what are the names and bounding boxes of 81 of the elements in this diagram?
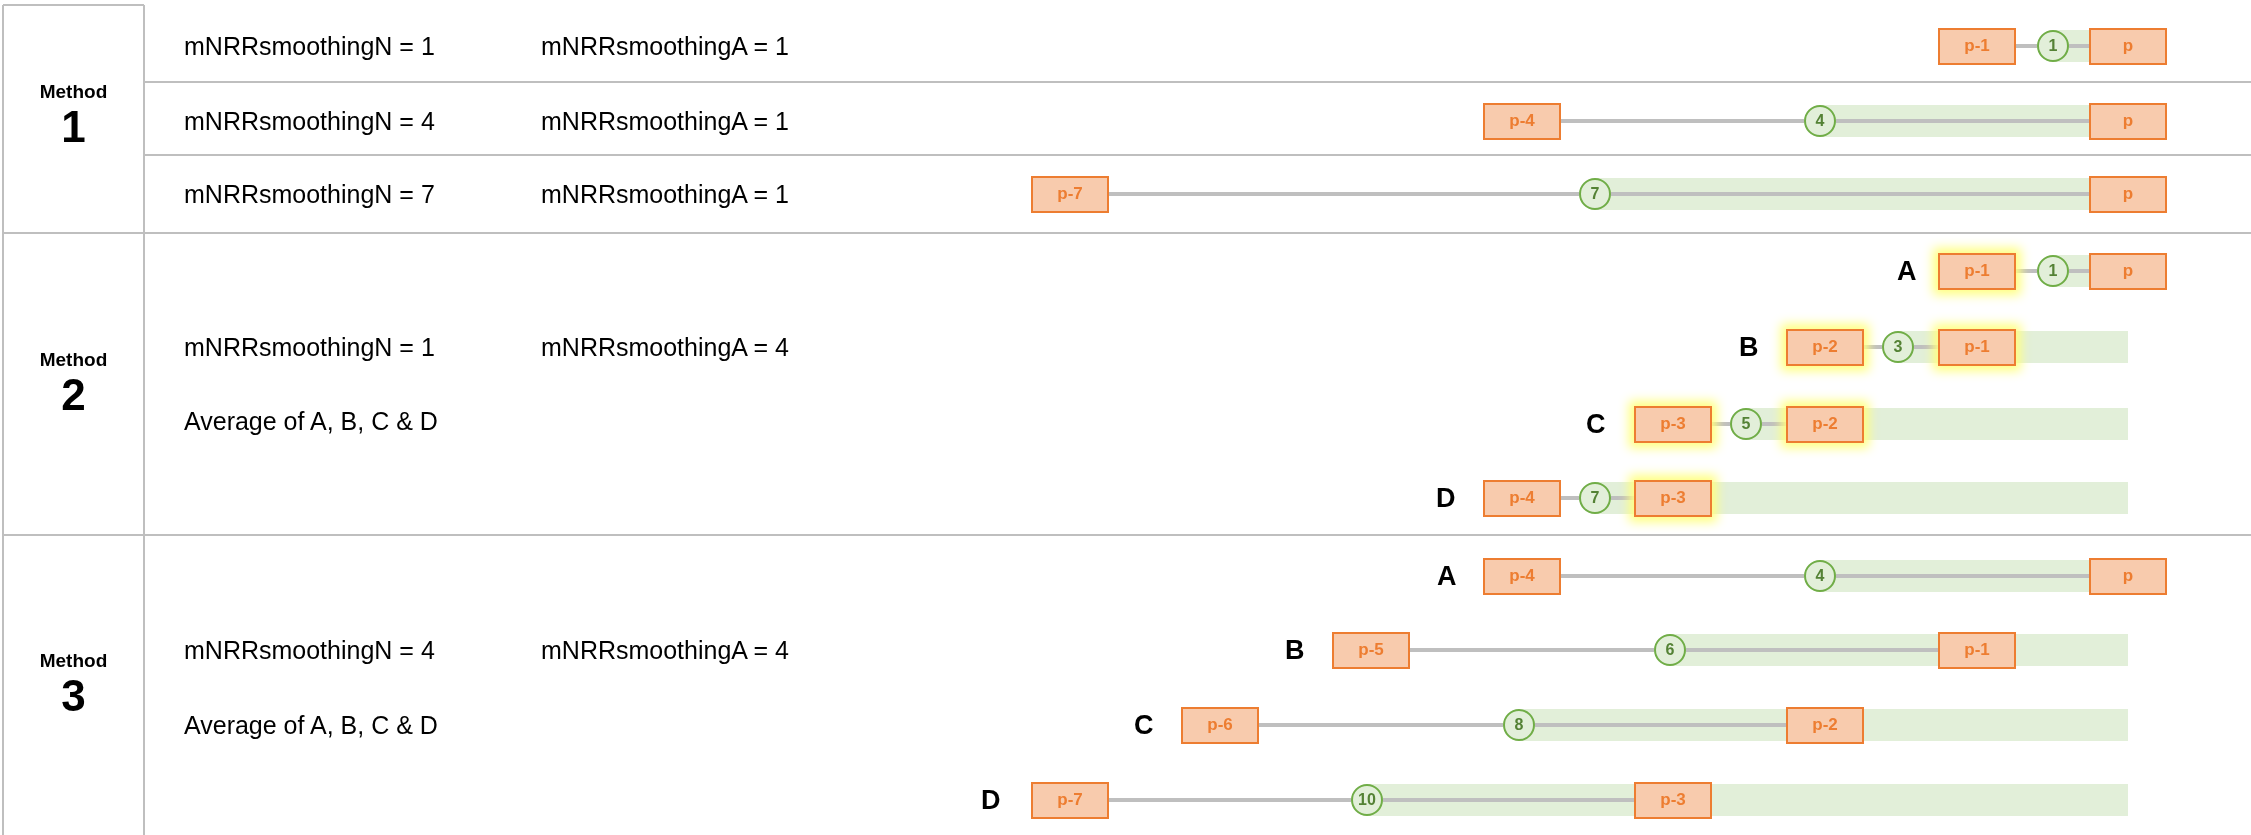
setting-text: Average of A, B, C & D xyxy=(184,406,438,436)
connector-line xyxy=(1914,345,1938,349)
period-box: p xyxy=(2089,27,2167,65)
period-box: p-6 xyxy=(1181,706,1259,744)
connector-line xyxy=(2069,269,2089,273)
row-letter: B xyxy=(1739,331,1759,363)
connector-line xyxy=(2016,44,2037,48)
connector-line xyxy=(1611,496,1634,500)
row-letter: C xyxy=(1586,408,1606,440)
setting-text: Average of A, B, C & D xyxy=(184,710,438,740)
connector-line xyxy=(1561,496,1579,500)
setting-text: mNRRsmoothingA = 1 xyxy=(541,106,790,136)
period-box: p-1 xyxy=(1938,328,2016,366)
method-number: 2 xyxy=(61,370,86,420)
connector-line xyxy=(1836,574,2089,578)
connector-line xyxy=(1836,119,2089,123)
count-circle: 1 xyxy=(2037,255,2069,287)
setting-text: mNRRsmoothingA = 4 xyxy=(541,635,790,665)
setting-text: mNRRsmoothingN = 4 xyxy=(184,106,435,136)
period-box: p-1 xyxy=(1938,27,2016,65)
connector-line xyxy=(1686,648,1938,652)
connector-line xyxy=(1259,723,1503,727)
count-circle: 6 xyxy=(1654,634,1686,666)
connector-line xyxy=(1535,723,1786,727)
count-circle: 3 xyxy=(1882,331,1914,363)
connector-line xyxy=(1712,422,1730,426)
period-box: p-7 xyxy=(1031,781,1109,819)
count-circle: 5 xyxy=(1730,408,1762,440)
connector-line xyxy=(2016,269,2037,273)
count-circle: 4 xyxy=(1804,560,1836,592)
count-circle: 7 xyxy=(1579,178,1611,210)
period-box: p-1 xyxy=(1938,631,2016,669)
connector-line xyxy=(1561,119,1804,123)
connector-line xyxy=(1864,345,1882,349)
period-box: p-3 xyxy=(1634,479,1712,517)
period-box: p xyxy=(2089,102,2167,140)
period-box: p xyxy=(2089,557,2167,595)
connector-line xyxy=(1109,798,1351,802)
setting-text: mNRRsmoothingN = 1 xyxy=(184,332,435,362)
method-heading: Method xyxy=(39,649,108,672)
setting-text: mNRRsmoothingA = 1 xyxy=(541,179,790,209)
row-letter: C xyxy=(1134,709,1154,741)
period-box: p-7 xyxy=(1031,175,1109,213)
period-box: p xyxy=(2089,252,2167,290)
period-box: p xyxy=(2089,175,2167,213)
period-box: p-5 xyxy=(1332,631,1410,669)
method-number: 1 xyxy=(61,103,86,152)
setting-text: mNRRsmoothingA = 1 xyxy=(541,31,790,61)
row-letter: A xyxy=(1897,255,1917,287)
setting-text: mNRRsmoothingN = 1 xyxy=(184,31,435,61)
period-box: p-3 xyxy=(1634,405,1712,443)
connector-line xyxy=(1410,648,1654,652)
period-box: p-4 xyxy=(1483,479,1561,517)
count-circle: 7 xyxy=(1579,482,1611,514)
period-box: p-4 xyxy=(1483,557,1561,595)
period-box: p-2 xyxy=(1786,706,1864,744)
method-heading: Method xyxy=(39,348,108,371)
period-box: p-4 xyxy=(1483,102,1561,140)
connector-line xyxy=(1383,798,1634,802)
count-circle: 1 xyxy=(2037,30,2069,62)
row-letter: D xyxy=(981,784,1001,816)
row-letter: B xyxy=(1285,634,1305,666)
setting-text: mNRRsmoothingA = 4 xyxy=(541,332,790,362)
period-box: p-1 xyxy=(1938,252,2016,290)
connector-line xyxy=(2069,44,2089,48)
count-circle: 10 xyxy=(1351,784,1383,816)
connector-line xyxy=(1109,192,1579,196)
period-box: p-3 xyxy=(1634,781,1712,819)
connector-line xyxy=(1762,422,1786,426)
period-box: p-2 xyxy=(1786,328,1864,366)
row-letter: D xyxy=(1436,482,1456,514)
setting-text: mNRRsmoothingN = 7 xyxy=(184,179,435,209)
method-heading: Method xyxy=(39,81,108,104)
row-letter: A xyxy=(1437,560,1457,592)
count-circle: 4 xyxy=(1804,105,1836,137)
connector-line xyxy=(1611,192,2089,196)
connector-line xyxy=(1561,574,1804,578)
method-number: 3 xyxy=(61,671,86,721)
period-box: p-2 xyxy=(1786,405,1864,443)
count-circle: 8 xyxy=(1503,709,1535,741)
setting-text: mNRRsmoothingN = 4 xyxy=(184,635,435,665)
